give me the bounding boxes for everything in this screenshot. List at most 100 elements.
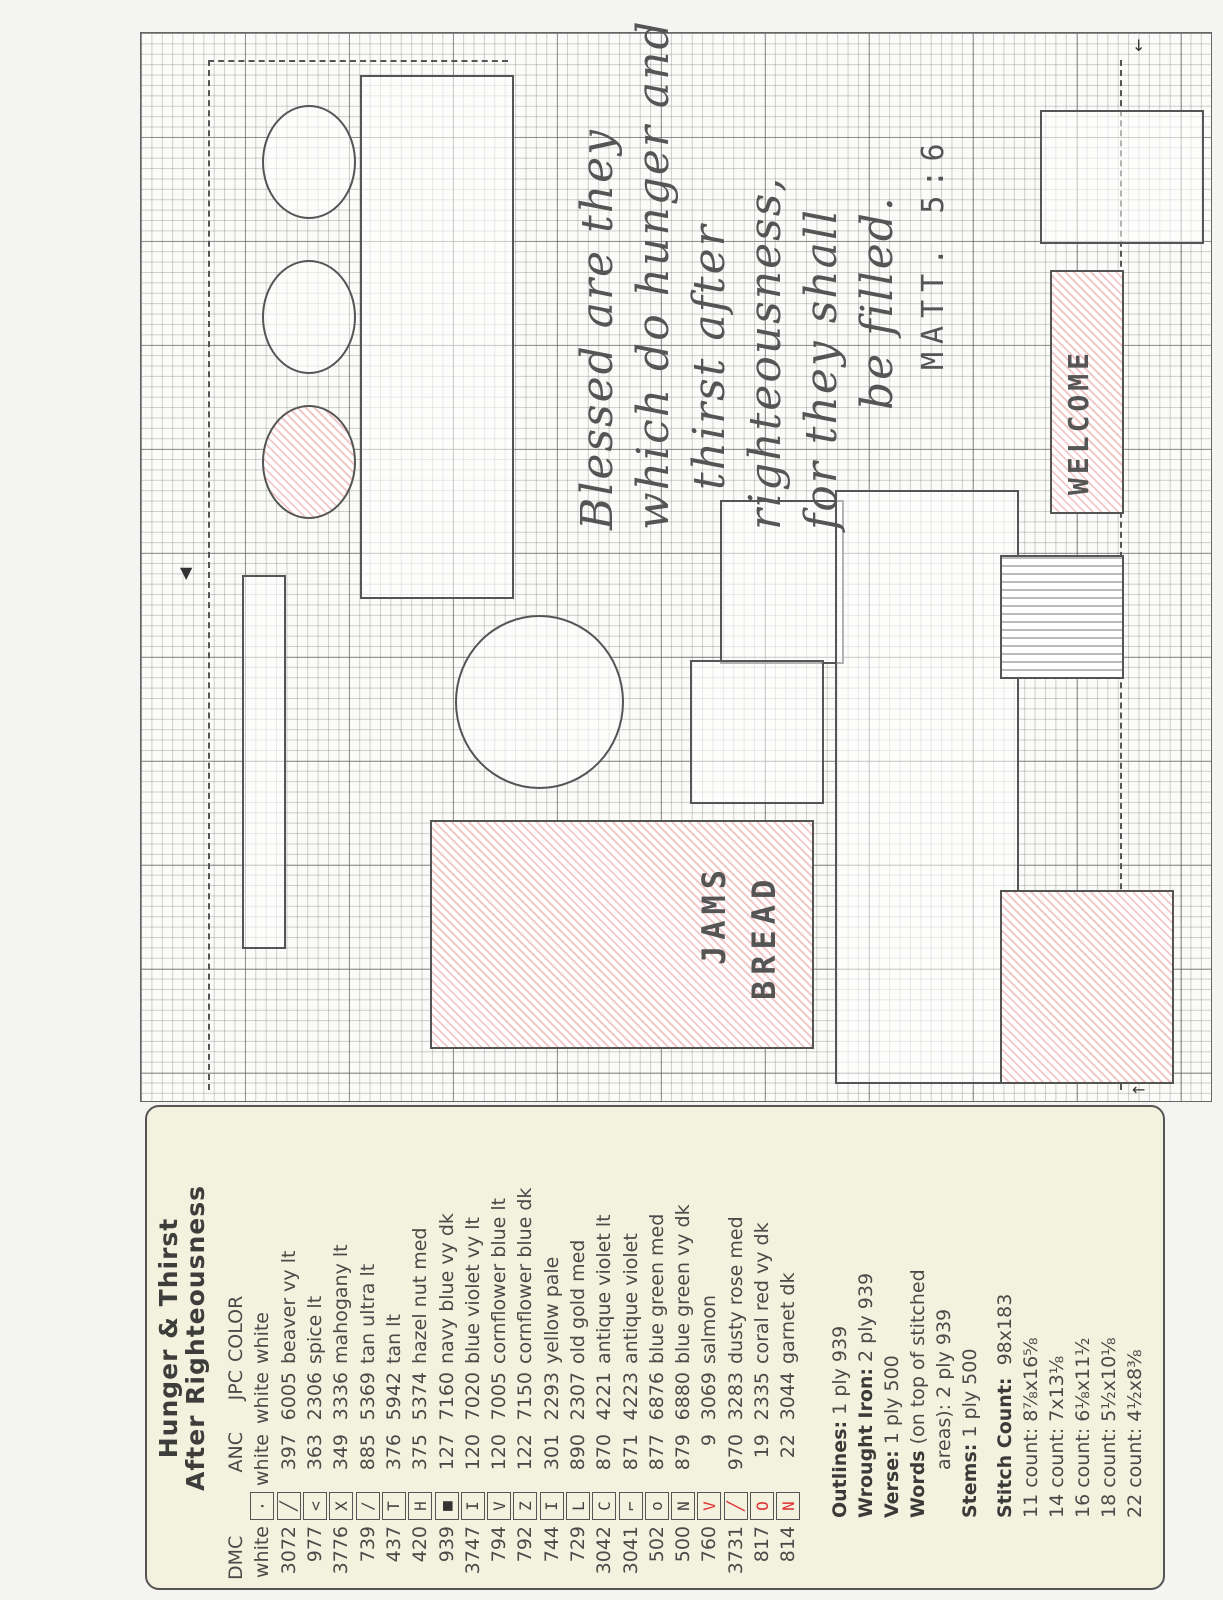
color-name: garnet dk [777, 1272, 800, 1364]
stitch-count-label: Stitch Count: [994, 1377, 1016, 1519]
note-text: areas): 2 ply 939 [933, 1308, 955, 1470]
anc-number: 871 [619, 1434, 642, 1471]
header-dmc: DMC [225, 1535, 248, 1580]
header-jpc: JPC [225, 1370, 248, 1401]
color-name: spice lt [304, 1295, 327, 1364]
anc-number: 9 [698, 1434, 721, 1447]
color-name: antique violet lt [593, 1214, 616, 1364]
jpc-number: 5374 [409, 1372, 432, 1421]
fabric-size: 11 count: 8⅞x16⅝ [1020, 1337, 1042, 1518]
anc-number: 870 [593, 1434, 616, 1471]
note-line: areas): 2 ply 939 [931, 1269, 957, 1518]
note-line: Verse: 1 ply 500 [879, 1269, 905, 1518]
motif-jar [690, 660, 824, 804]
motif-bread-loaf [455, 615, 624, 789]
dmc-number: 739 [356, 1526, 379, 1563]
motif-shelf [360, 75, 514, 599]
dmc-number: 420 [409, 1526, 432, 1563]
color-name: blue green vy dk [672, 1204, 695, 1364]
dmc-number: 977 [304, 1526, 327, 1563]
symbol-swatch: ╱ [723, 1492, 748, 1520]
stitched-word-welcome: WELCOME [1062, 348, 1095, 495]
jpc-number: 3044 [777, 1372, 800, 1421]
symbol-swatch: V [697, 1492, 722, 1520]
fabric-size: 18 count: 5½x10⅛ [1098, 1337, 1120, 1518]
color-name: cornflower blue lt [488, 1197, 511, 1364]
symbol-swatch: · [250, 1492, 275, 1520]
motif-basket [1000, 555, 1124, 679]
symbol-swatch: C [592, 1492, 617, 1520]
symbol-swatch: ╱ [276, 1492, 301, 1520]
center-arrow-icon: ↓ [1132, 36, 1146, 55]
dmc-number: 3042 [593, 1526, 616, 1575]
anc-number: 301 [540, 1434, 563, 1471]
color-name: salmon [698, 1295, 721, 1364]
color-name: white [251, 1312, 274, 1364]
jpc-number: white [251, 1372, 274, 1424]
legend-title-line: Hunger & Thirst [154, 1217, 183, 1459]
jpc-number: 2293 [540, 1372, 563, 1421]
stitch-count-value: 98x183 [994, 1293, 1016, 1366]
anc-number: 349 [330, 1434, 353, 1471]
stitched-word-bread: BREAD [745, 873, 783, 1000]
symbol-swatch: I [539, 1492, 564, 1520]
color-name: navy blue vy dk [435, 1213, 458, 1364]
border-guide [208, 60, 508, 62]
symbol-swatch: H [408, 1492, 433, 1520]
motif-jar [262, 105, 356, 219]
anc-number: 22 [777, 1434, 800, 1459]
center-arrow-icon: ← [1132, 1080, 1146, 1099]
jpc-number: 3069 [698, 1372, 721, 1421]
jpc-number: 7020 [461, 1372, 484, 1421]
verse-line: which do hunger and [628, 19, 679, 530]
color-name: tan lt [382, 1314, 405, 1364]
color-name: old gold med [567, 1239, 589, 1364]
jpc-number: 5369 [356, 1372, 379, 1421]
legend-title: Hunger & Thirst After Righteousness [154, 1128, 210, 1548]
dmc-number: 939 [435, 1526, 458, 1563]
jpc-number: 4223 [619, 1372, 642, 1421]
verse-block: Blessed are they which do hunger and thi… [570, 19, 1010, 530]
color-name: hazel nut med [409, 1227, 432, 1365]
color-name: tan ultra lt [356, 1263, 379, 1364]
anc-number: 885 [356, 1434, 379, 1471]
anc-number: 120 [461, 1434, 484, 1471]
note-label: Verse: [881, 1450, 903, 1518]
legend-title-line: After Righteousness [181, 1185, 210, 1491]
motif-jar [262, 260, 356, 374]
jpc-number: 3283 [724, 1372, 747, 1421]
note-line: Outlines: 1 ply 939 [827, 1269, 853, 1518]
dmc-number: white [251, 1526, 274, 1578]
jpc-number: 2335 [751, 1372, 774, 1421]
anc-number: 122 [514, 1434, 537, 1471]
color-name: coral red vy dk [751, 1222, 774, 1364]
color-name: yellow pale [540, 1256, 563, 1364]
verse-line: for they shall [796, 208, 847, 530]
anc-number: 120 [488, 1434, 511, 1471]
jpc-number: 2307 [567, 1372, 589, 1421]
jpc-number: 4221 [593, 1372, 616, 1421]
anc-number: 877 [645, 1434, 668, 1471]
symbol-swatch: N [776, 1492, 801, 1520]
note-label: Words [907, 1450, 929, 1518]
note-text: 1 ply 500 [959, 1348, 981, 1444]
jpc-number: 7005 [488, 1372, 511, 1421]
color-name: mahogany lt [330, 1244, 353, 1364]
anc-number: 127 [435, 1434, 458, 1471]
fabric-size: 16 count: 6⅛x11½ [1072, 1337, 1094, 1518]
table-row: 3042 C 870 4221 antique violet lt [591, 1188, 617, 1580]
dmc-number: 814 [777, 1526, 800, 1563]
note-text: 1 ply 939 [829, 1325, 851, 1421]
